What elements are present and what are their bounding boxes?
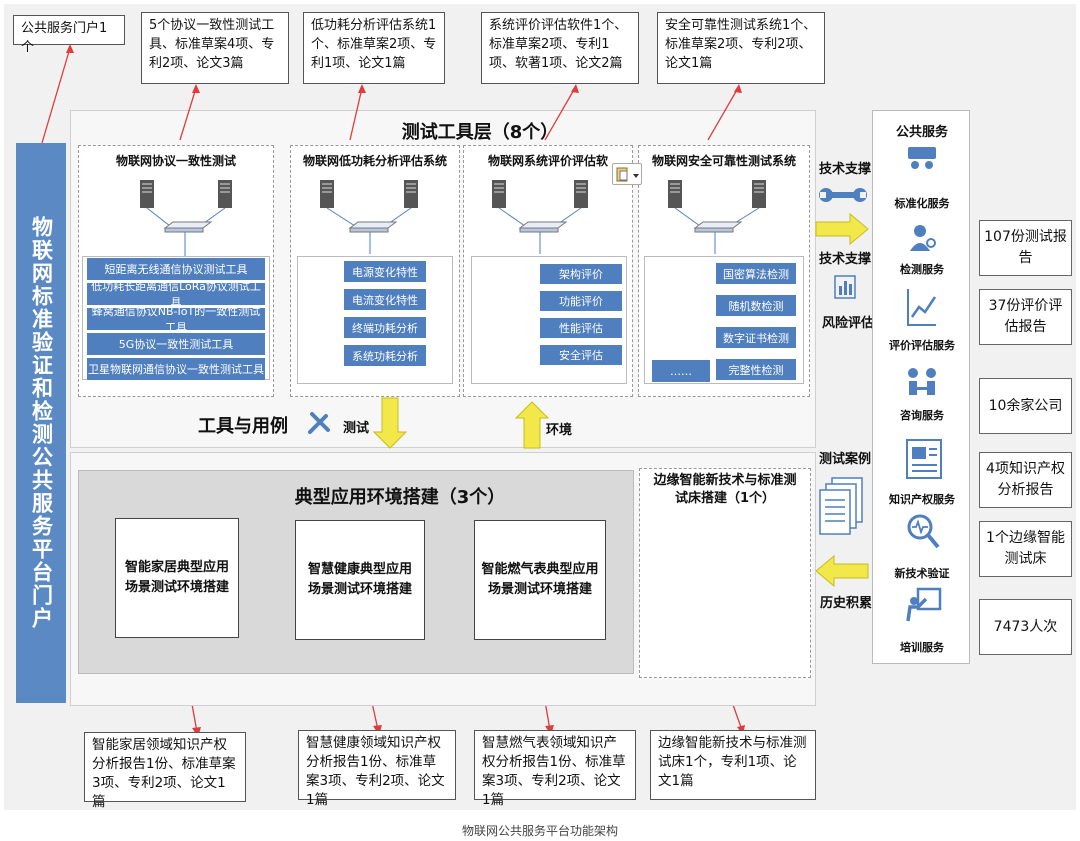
- result-edge-testbed: 1个边缘智能测试床: [979, 521, 1072, 577]
- scene-smart-health: 智慧健康典型应用场景测试环境搭建: [295, 520, 425, 640]
- system-evaluation-title: 物联网系统评价评估软: [487, 154, 608, 168]
- portal-vertical-bar: 物联网标准验证和检测公共服务平台门户: [16, 143, 66, 703]
- edge-testbed-title: 边缘智能新技术与标准测试床搭建（1个）: [653, 473, 797, 506]
- system-2-item-2[interactable]: 性能评估: [540, 318, 622, 338]
- system-3-ellipsis: ……: [652, 360, 710, 382]
- top-output-evaluation: 系统评价评估软件1个、标准草案2项、专利1项、软著1项、论文2篇: [481, 12, 639, 84]
- service-evaluation[interactable]: 评价评估服务: [889, 339, 955, 352]
- bottom-output-health: 智慧健康领域知识产权分析报告1份、标准草案3项、专利2项、论文1篇: [298, 730, 456, 808]
- tools-icon: [306, 410, 332, 436]
- service-consulting[interactable]: 咨询服务: [900, 409, 944, 422]
- service-new-tech[interactable]: 新技术验证: [894, 567, 950, 580]
- bar-chart-icon: [834, 274, 856, 300]
- tech-support-label-2: 技术支撑: [819, 252, 872, 267]
- bottom-output-edge: 边缘智能新技术与标准测试床1个，专利1项、论文1篇: [650, 730, 816, 800]
- result-test-reports: 107份测试报告: [979, 220, 1072, 276]
- result-ip-reports: 4项知识产权分析报告: [979, 452, 1072, 508]
- system-2-item-3[interactable]: 安全评估: [540, 345, 622, 365]
- system-0-item-0[interactable]: 短距离无线通信协议测试工具: [87, 258, 265, 280]
- result-eval-reports: 37份评价评估报告: [979, 289, 1072, 345]
- risk-assessment-label: 风险评估: [822, 316, 875, 331]
- edge-testbed: [639, 468, 811, 678]
- test-label: 测试: [343, 421, 370, 436]
- wrench-icon: [819, 182, 867, 208]
- system-3-item-1[interactable]: 随机数检测: [716, 295, 796, 316]
- env-label: 环境: [546, 423, 573, 438]
- service-training[interactable]: 培训服务: [900, 641, 944, 654]
- result-attendance: 7473人次: [979, 599, 1072, 655]
- system-2-item-1[interactable]: 功能评价: [540, 291, 622, 311]
- top-output-security: 安全可靠性测试系统1个、标准草案2项、专利2项、论文1篇: [657, 12, 825, 84]
- top-output-power: 低功耗分析评估系统1个、标准草案2项、专利1项、论文1篇: [303, 12, 445, 84]
- scene-smart-gas: 智能燃气表典型应用场景测试环境搭建: [474, 520, 606, 640]
- service-inspection[interactable]: 检测服务: [900, 263, 944, 276]
- system-0-item-3[interactable]: 5G协议一致性测试工具: [87, 333, 265, 355]
- system-power-title: 物联网低功耗分析评估系统: [302, 154, 447, 168]
- figure-caption: 物联网公共服务平台功能架构: [461, 824, 618, 838]
- consulting-icon: [906, 367, 938, 395]
- system-1-item-0[interactable]: 电源变化特性: [344, 261, 426, 282]
- documents-icon: [819, 476, 864, 536]
- inspection-icon: [906, 223, 938, 251]
- portal-count-box: 公共服务门户1个: [13, 15, 125, 55]
- bottom-output-home: 智能家居领域知识产权分析报告1份、标准草案3项、专利2项、论文1篇: [84, 732, 246, 810]
- system-3-item-3[interactable]: 完整性检测: [716, 359, 796, 380]
- system-protocol-title: 物联网协议一致性测试: [115, 154, 236, 168]
- system-3-item-2[interactable]: 数字证书检测: [716, 327, 796, 348]
- scene-smart-home: 智能家居典型应用场景测试环境搭建: [115, 518, 239, 638]
- system-security-title: 物联网安全可靠性测试系统: [651, 154, 796, 168]
- public-services-panel: 公共服务 标准化服务 检测服务 评价评估服务 咨询服务 知识产权服务 新技术验证…: [872, 110, 970, 664]
- magnifier-pulse-icon: [906, 513, 940, 549]
- service-ip[interactable]: 知识产权服务: [889, 493, 955, 506]
- system-1-item-3[interactable]: 系统功耗分析: [344, 345, 426, 366]
- result-companies: 10余家公司: [979, 378, 1072, 434]
- evaluation-chart-icon: [906, 287, 938, 326]
- system-2-item-0[interactable]: 架构评价: [540, 264, 622, 284]
- test-cases-label: 测试案例: [819, 452, 872, 467]
- system-1-item-2[interactable]: 终端功耗分析: [344, 317, 426, 338]
- tool-layer-title: 测试工具层（8个）: [401, 122, 559, 143]
- system-0-item-2[interactable]: 蜂窝通信协议NB-IoT的一致性测试工具: [87, 305, 265, 334]
- system-1-item-1[interactable]: 电流变化特性: [344, 289, 426, 310]
- tech-support-label-1: 技术支撑: [819, 162, 872, 177]
- system-3-item-0[interactable]: 国密算法检测: [716, 263, 796, 284]
- training-icon: [906, 587, 942, 622]
- service-standardization[interactable]: 标准化服务: [894, 197, 950, 210]
- history-label: 历史积累: [820, 596, 873, 611]
- tools-and-cases-label: 工具与用例: [198, 416, 288, 437]
- env-layer-title: 典型应用环境搭建（3个）: [294, 487, 506, 508]
- standardization-icon: [906, 145, 938, 173]
- public-services-title: 公共服务: [895, 125, 948, 140]
- paste-options-icon[interactable]: [612, 163, 642, 185]
- ip-certificate-icon: [906, 439, 942, 479]
- bottom-output-gas: 智慧燃气表领域知识产权分析报告1份、标准草案3项、专利2项、论文1篇: [474, 730, 636, 808]
- top-output-protocol: 5个协议一致性测试工具、标准草案4项、专利2项、论文3篇: [141, 12, 289, 84]
- system-0-item-4[interactable]: 卫星物联网通信协议一致性测试工具: [87, 358, 265, 380]
- system-0-item-1[interactable]: 低功耗长距离通信LoRa协议测试工具: [87, 280, 265, 309]
